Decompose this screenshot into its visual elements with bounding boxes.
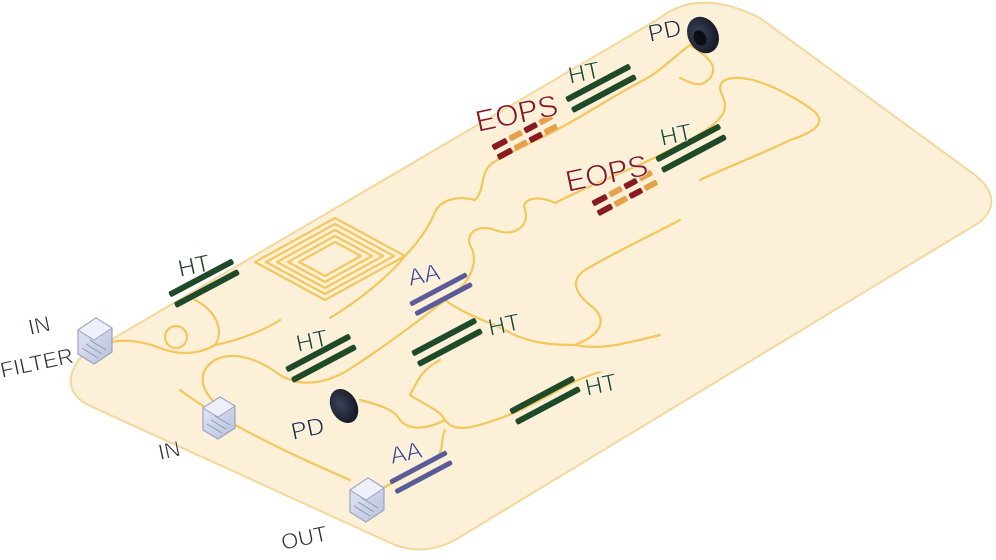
label-port-in-filter-1: IN: [26, 311, 53, 340]
eops-1: [491, 114, 558, 160]
coupler-in: [202, 396, 236, 440]
eops-2: [591, 170, 658, 216]
heater-4: [509, 376, 581, 425]
label-port-in-filter-2: FILTER: [0, 343, 76, 383]
label-port-out: OUT: [279, 521, 330, 555]
coupler-out: [349, 477, 385, 523]
label-pd-2: PD: [289, 413, 327, 446]
label-ht-6: HT: [658, 119, 695, 152]
grating-coupler-icon: [202, 396, 236, 440]
heater-3: [411, 318, 483, 367]
heater-6: [655, 124, 727, 173]
amplifier-2: [389, 450, 453, 494]
coupler-in-filter: [77, 317, 113, 365]
ring-resonator: [163, 324, 189, 350]
photodiode-1: [687, 16, 719, 54]
eops-group: [491, 114, 658, 216]
label-ht-5: HT: [566, 57, 603, 90]
label-aa-1: AA: [406, 259, 443, 292]
amplifier-1: [409, 272, 473, 316]
amplifier-group: [389, 272, 473, 494]
label-ht-3: HT: [486, 309, 523, 342]
grating-coupler-icon: [349, 477, 385, 523]
label-ht-1: HT: [176, 250, 213, 283]
heater-2: [285, 334, 357, 383]
heater-5: [565, 64, 637, 113]
grating-coupler-icon: [77, 317, 113, 365]
label-aa-2: AA: [388, 437, 425, 470]
label-ht-2: HT: [294, 325, 331, 358]
label-port-in: IN: [156, 436, 183, 465]
heater-1: [168, 259, 240, 308]
photodiode-2: [329, 388, 359, 424]
heater-group: [168, 64, 727, 425]
chip-substrate: [69, 1, 993, 551]
photodiode-icon: [329, 388, 359, 424]
